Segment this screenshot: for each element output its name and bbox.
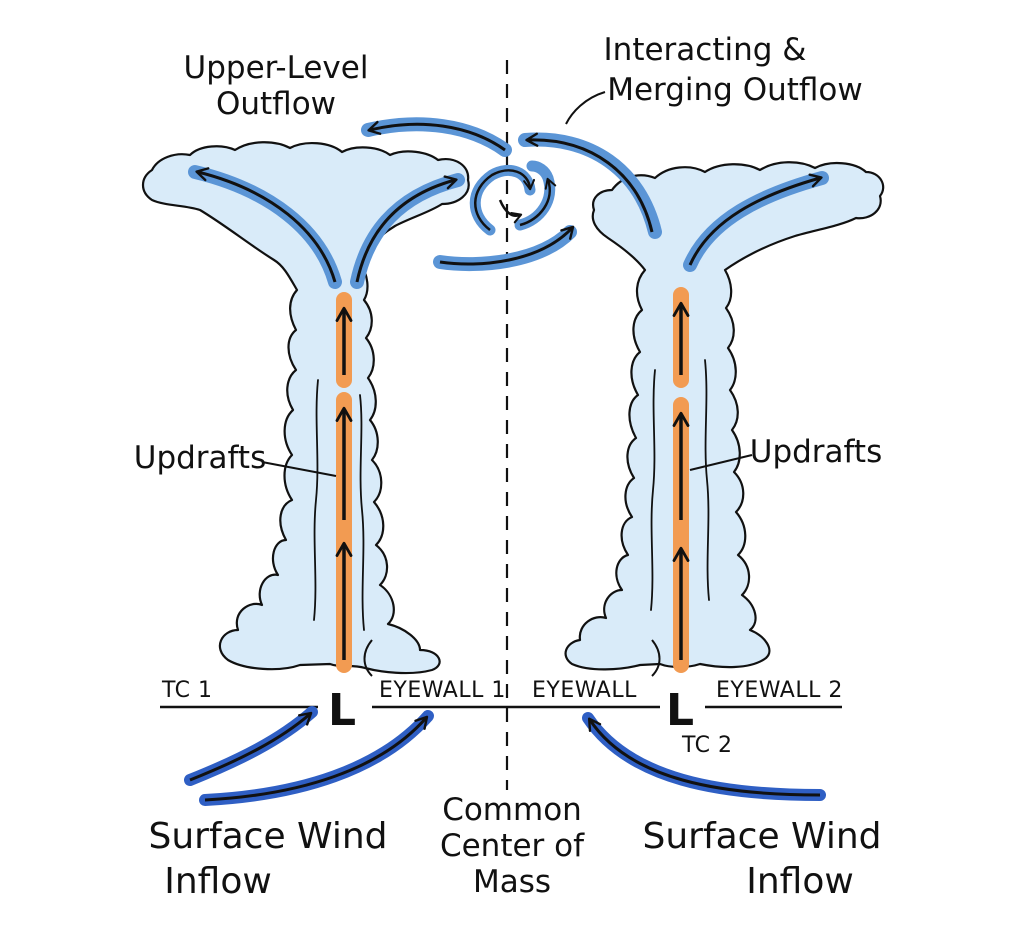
updrafts-label-right: Updrafts xyxy=(750,434,882,470)
left-inflow-arrows xyxy=(184,706,434,806)
surface-inflow-left-label-1: Surface Wind xyxy=(148,816,387,857)
right-inflow-arrow xyxy=(582,712,826,801)
surface-inflow-right-label-2: Inflow xyxy=(746,861,854,902)
left-cloud-body xyxy=(141,141,470,675)
center-of-mass-label-2: Center of xyxy=(440,828,585,864)
updrafts-leader-left xyxy=(261,461,337,477)
upper-outflow-label-2: Outflow xyxy=(216,86,336,122)
low-pressure-left: L xyxy=(328,685,356,736)
low-pressure-right: L xyxy=(666,685,694,736)
merging-outflow-label-1: Interacting & xyxy=(604,32,807,68)
merging-outflow-label-2: Merging Outflow xyxy=(607,72,863,108)
left-cloud-texture xyxy=(313,379,365,631)
right-cloud xyxy=(564,161,885,671)
right-outflow-arrows xyxy=(518,132,829,272)
merging-leader xyxy=(565,91,606,125)
left-outflow-arrows xyxy=(188,165,465,289)
tc2-label: TC 2 xyxy=(681,733,733,758)
eyewall-bracket-right xyxy=(651,639,661,677)
upper-outflow-label-1: Upper-Level xyxy=(184,50,369,86)
right-cloud-body xyxy=(564,161,885,671)
updrafts-label-left: Updrafts xyxy=(134,440,266,476)
center-of-mass-label-3: Mass xyxy=(473,864,551,900)
merging-outflow-swirl xyxy=(361,117,577,272)
tc1-label: TC 1 xyxy=(161,678,213,703)
left-cloud xyxy=(141,141,470,675)
eyewall-bracket-left xyxy=(363,639,373,677)
eyewall2-label: EYEWALL 2 xyxy=(716,678,843,703)
right-cloud-texture xyxy=(650,359,710,611)
surface-inflow-right-label-1: Surface Wind xyxy=(642,816,881,857)
surface-inflow-left-label-2: Inflow xyxy=(164,861,272,902)
eyewall1-label: EYEWALL 1 xyxy=(379,678,506,703)
center-of-mass-label-1: Common xyxy=(442,792,582,828)
updrafts-leader-right xyxy=(689,454,753,471)
eyewall-mid-label: EYEWALL xyxy=(532,678,637,703)
